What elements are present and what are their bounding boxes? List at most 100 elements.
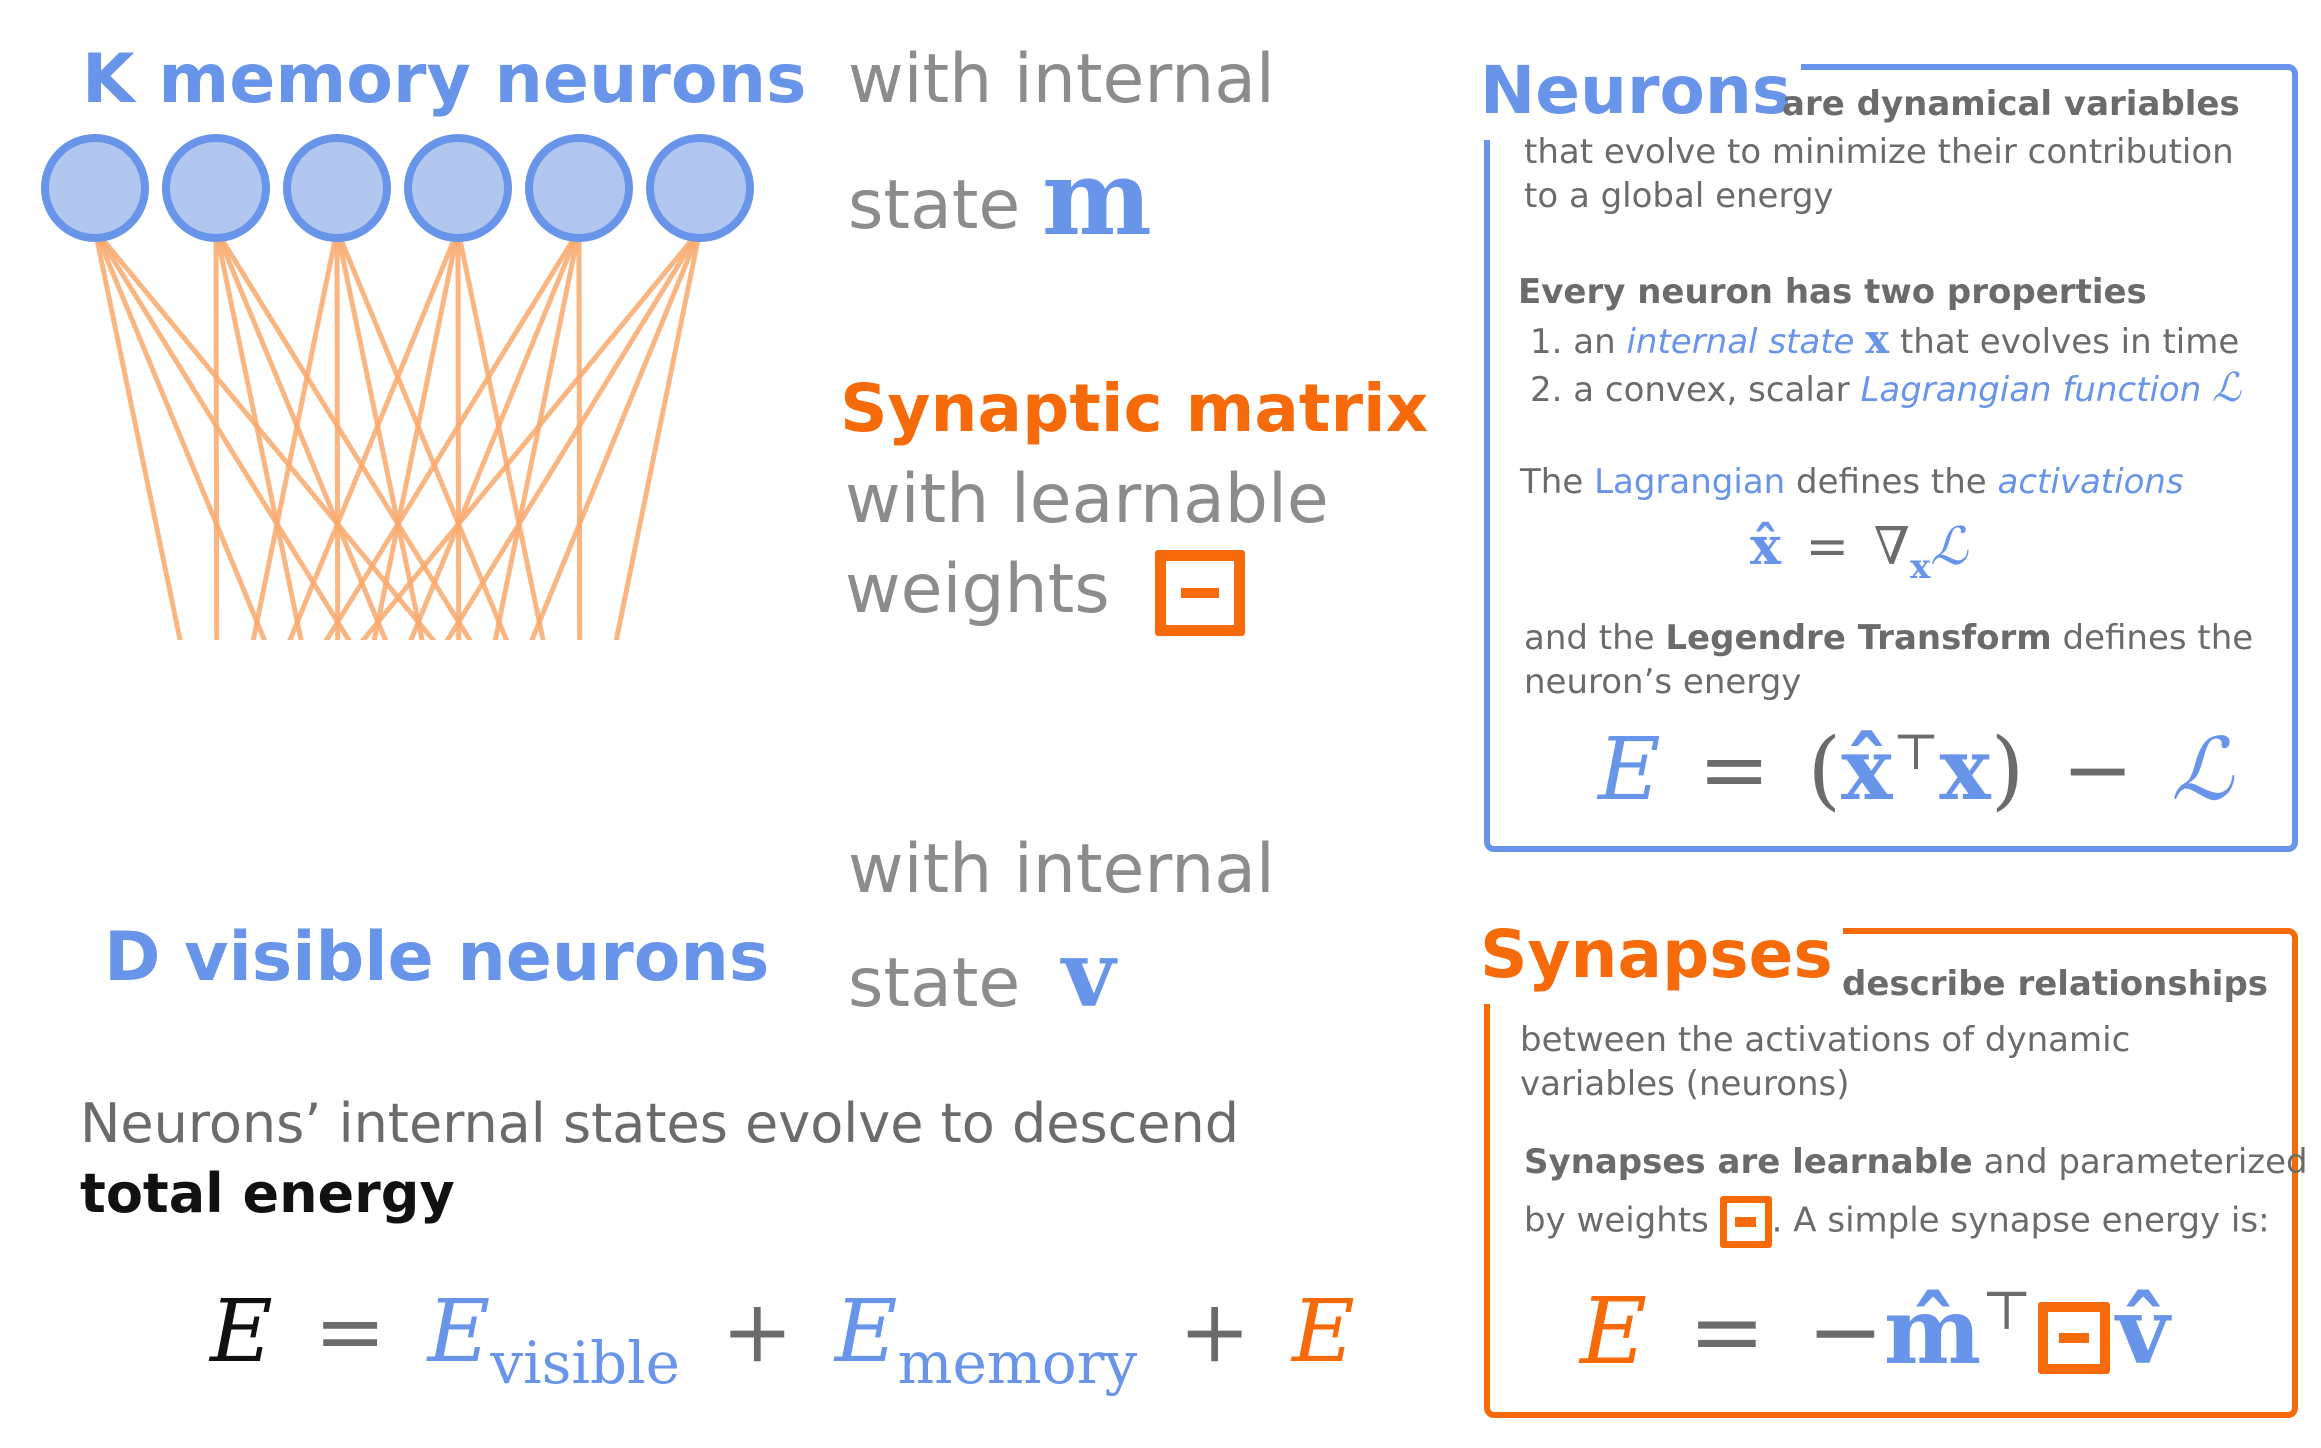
memory-neurons-label: K memory neurons — [82, 40, 807, 119]
se-E: E — [1580, 1278, 1648, 1385]
lag-mid: defines the — [1796, 462, 1987, 502]
ne-xhat: x̂ — [1841, 719, 1893, 820]
visible-state-word: state — [848, 944, 1021, 1023]
act-lagrangian: ℒ — [1930, 517, 1968, 577]
synapse-edge-1-3 — [213, 228, 473, 640]
memory-state-word: state — [848, 166, 1021, 245]
network-diagram — [41, 134, 754, 640]
memory-neuron-2 — [283, 134, 391, 242]
simple-energy-text: . A simple synapse energy is: — [1771, 1200, 2270, 1241]
eq-equals: = — [314, 1282, 387, 1382]
learnable-bold: Synapses are learnable — [1524, 1142, 1973, 1182]
memory-neuron-0 — [41, 134, 149, 242]
synapse-edge-2-0 — [250, 229, 340, 640]
synapses-panel-subtitle: describe relationships — [1842, 964, 2269, 1004]
synapse-edge-3-2 — [455, 229, 462, 640]
eq-total-E: E — [210, 1282, 273, 1382]
prop1-post: that evolves in time — [1899, 322, 2240, 362]
prop1-symbol: x — [1865, 316, 1890, 363]
neurons-prop2: 2. a convex, scalar Lagrangian function … — [1530, 366, 2241, 412]
synaptic-matrix-title: Synaptic matrix — [840, 370, 1429, 447]
ne-E: E — [1598, 720, 1661, 820]
synapse-edge-5-3 — [613, 229, 703, 640]
act-xhat: x̂ — [1750, 516, 1782, 577]
synapses-learnable-line: Synapses are learnable and parameterized — [1524, 1140, 2308, 1184]
by-weights: by weights — [1524, 1200, 1709, 1241]
lag-activations: activations — [1997, 462, 2184, 502]
energy-caption-line1: Neurons’ internal states evolve to desce… — [80, 1092, 1240, 1155]
eq-visible-subscript: visible — [490, 1329, 680, 1397]
synaptic-line2: weights — [845, 550, 1246, 637]
ne-lparen: ( — [1807, 720, 1842, 820]
memory-neuron-1 — [162, 134, 270, 242]
memory-neuron-4 — [525, 134, 633, 242]
activation-equation: x̂ = ∇xℒ — [1750, 516, 1968, 587]
synapse-edges — [92, 228, 703, 640]
lagrangian-line: The Lagrangian defines the activations — [1520, 460, 2184, 504]
synaptic-line1: with learnable — [845, 460, 1329, 539]
synapse-edge-2-2 — [334, 229, 425, 640]
se-mhat: m̂ — [1883, 1277, 1982, 1385]
lag-pre: The — [1520, 462, 1584, 502]
synaptic-weights-word: weights — [845, 550, 1110, 629]
visible-state-symbol: v — [1061, 920, 1116, 1028]
synapse-edge-4-2 — [492, 229, 582, 640]
synapses-desc-line1: between the activations of dynamic — [1520, 1020, 2131, 1060]
se-equals: = — [1688, 1278, 1766, 1385]
neuron-energy-equation: E = (x̂⊤x) − ℒ — [1598, 720, 2233, 832]
synapse-energy-equation: E = −m̂⊤ v̂ — [1580, 1276, 2169, 1400]
eq-plus-2: + — [1178, 1282, 1251, 1382]
synapse-edge-3-1 — [371, 229, 461, 640]
neurons-panel-subtitle: are dynamical variables — [1782, 84, 2240, 124]
prop2-pre: 2. a convex, scalar — [1530, 370, 1850, 410]
prop2-term: Lagrangian function — [1860, 370, 2202, 410]
synapses-desc-line2: variables (neurons) — [1520, 1064, 1850, 1104]
ne-equals: = — [1698, 720, 1771, 820]
visible-state-line2: state v — [848, 920, 1115, 1028]
synapse-edge-0-2 — [92, 228, 352, 640]
synapse-edge-1-0 — [213, 229, 220, 640]
synapse-edge-5-2 — [529, 229, 703, 640]
se-minus: − — [1806, 1278, 1884, 1385]
eq-E-synapse: E — [1291, 1282, 1355, 1382]
synapses-panel — [1484, 928, 2298, 1418]
memory-state-symbol: m — [1041, 136, 1152, 259]
synapse-edge-3-3 — [455, 229, 546, 640]
neurons-panel-title: Neurons — [1480, 52, 1802, 129]
learnable-rest: and parameterized — [1983, 1142, 2308, 1182]
leg-term: Legendre Transform — [1665, 618, 2052, 658]
leg-pre: and the — [1524, 618, 1655, 658]
neurons-props-heading: Every neuron has two properties — [1518, 272, 2147, 312]
synapse-edge-0-0 — [92, 229, 183, 640]
synapses-panel-title: Synapses — [1480, 916, 1843, 993]
eq-E-visible: E — [427, 1282, 491, 1382]
se-transpose: ⊤ — [1981, 1279, 2033, 1342]
xi-weights-symbol — [1155, 550, 1246, 637]
ne-transpose: ⊤ — [1892, 723, 1940, 781]
ne-minus: − — [2061, 720, 2134, 820]
se-xi-symbol — [2038, 1301, 2111, 1374]
energy-caption-line2: total energy — [80, 1162, 455, 1225]
synapse-edge-2-1 — [334, 229, 341, 640]
neurons-desc-line1: that evolve to minimize their contributi… — [1524, 132, 2234, 172]
synapses-weights-line: by weights . A simple synapse energy is: — [1524, 1196, 2270, 1248]
eq-memory-subscript: memory — [897, 1329, 1138, 1397]
ne-rparen: ) — [1990, 720, 2025, 820]
se-vhat: v̂ — [2116, 1277, 2170, 1385]
synapse-edge-4-3 — [576, 229, 583, 640]
memory-neuron-3 — [404, 134, 512, 242]
prop1-term: internal state — [1626, 322, 1855, 362]
total-energy-equation: E = Evisible + Ememory + E — [210, 1282, 1355, 1397]
eq-E-memory: E — [834, 1282, 898, 1382]
memory-neuron-5 — [646, 134, 754, 242]
act-subscript-x: x — [1909, 547, 1931, 587]
synapse-edge-1-1 — [213, 229, 304, 640]
ne-x: x — [1939, 719, 1991, 820]
neurons-desc-line2: to a global energy — [1524, 176, 1834, 216]
leg-post: defines the — [2062, 618, 2254, 658]
ne-lagrangian: ℒ — [2171, 720, 2233, 820]
synapse-edge-4-0 — [323, 228, 582, 640]
neuron-nodes — [41, 134, 754, 242]
eq-plus-1: + — [721, 1282, 794, 1382]
neurons-prop1: 1. an internal state x that evolves in t… — [1530, 318, 2239, 364]
